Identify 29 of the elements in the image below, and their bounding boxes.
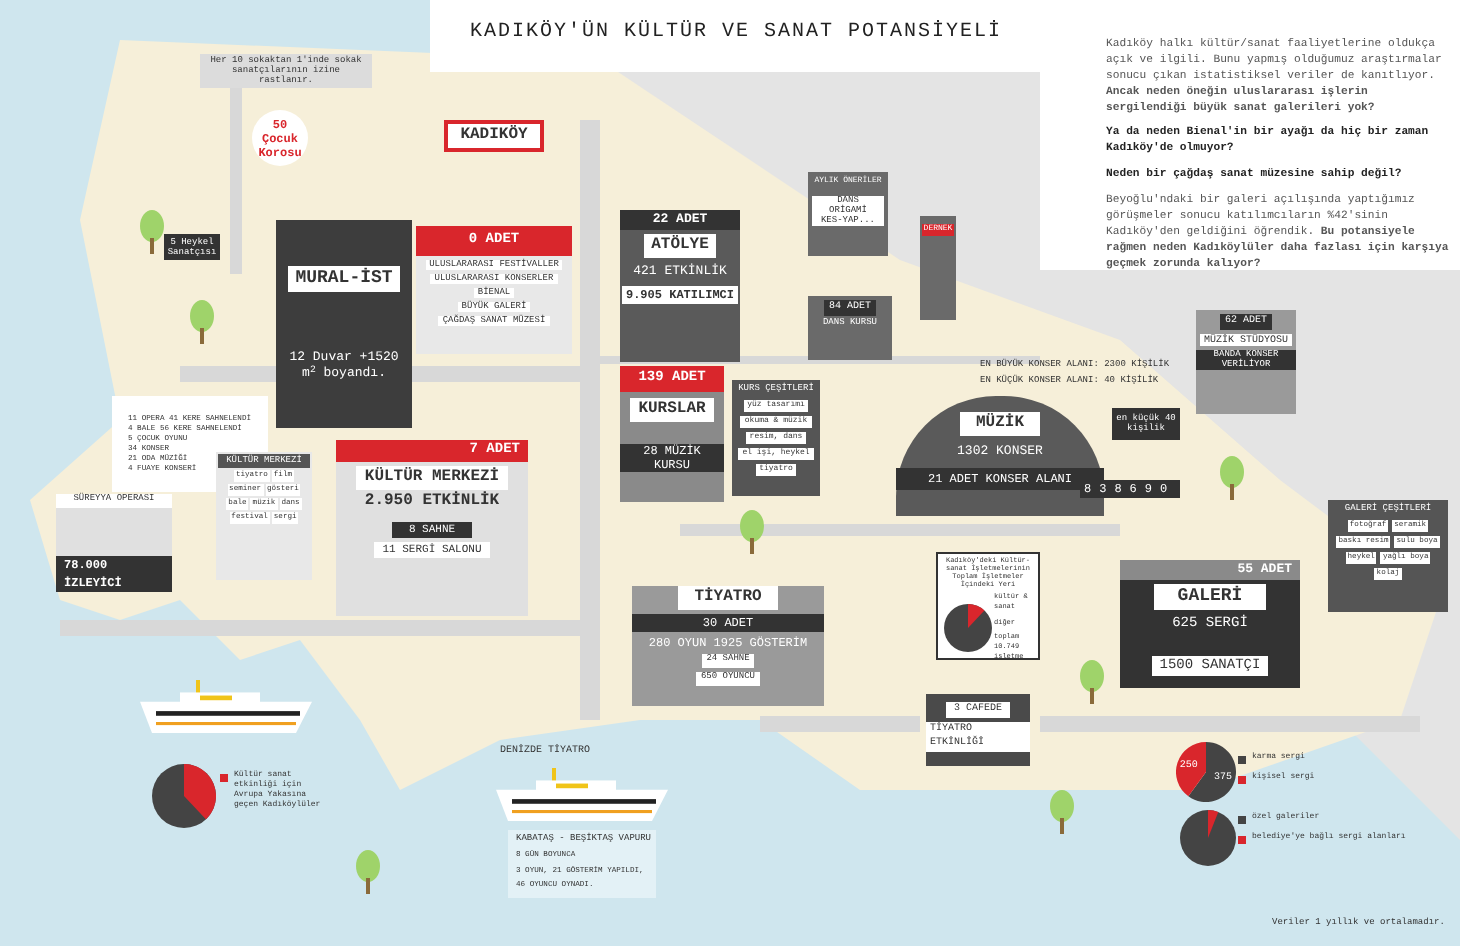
building (1196, 310, 1296, 414)
building (216, 452, 312, 580)
building (416, 226, 572, 354)
building-label: KÜLTÜR MERKEZİ (356, 465, 508, 489)
building (276, 220, 412, 428)
building (808, 296, 892, 360)
building-label: ATÖLYE (643, 233, 717, 258)
building (1328, 500, 1448, 612)
building-label: MURAL-İST (287, 265, 401, 293)
theatre-building (632, 586, 824, 706)
building-label: 2.950 ETKİNLİK (364, 493, 500, 509)
building (920, 216, 956, 320)
gallery-building (1120, 560, 1300, 688)
title: KADIKÖY'ÜN KÜLTÜR VE SANAT POTANSİYELİ (467, 18, 1005, 48)
sign-text: KADIKÖY (460, 124, 528, 148)
building (620, 210, 740, 362)
building-label: GALERİ (1153, 583, 1267, 611)
opera-building (56, 494, 172, 590)
building (808, 172, 888, 256)
banner (200, 54, 372, 88)
street-sign (444, 120, 544, 152)
building-label: MÜZİK (959, 412, 1040, 436)
building (336, 440, 528, 616)
cafe-building (926, 694, 1030, 766)
building-label: TİYATRO (678, 586, 778, 610)
building-label: KURSLAR (630, 397, 714, 421)
building (732, 380, 820, 496)
building (620, 366, 724, 502)
building-sign (1112, 408, 1180, 440)
